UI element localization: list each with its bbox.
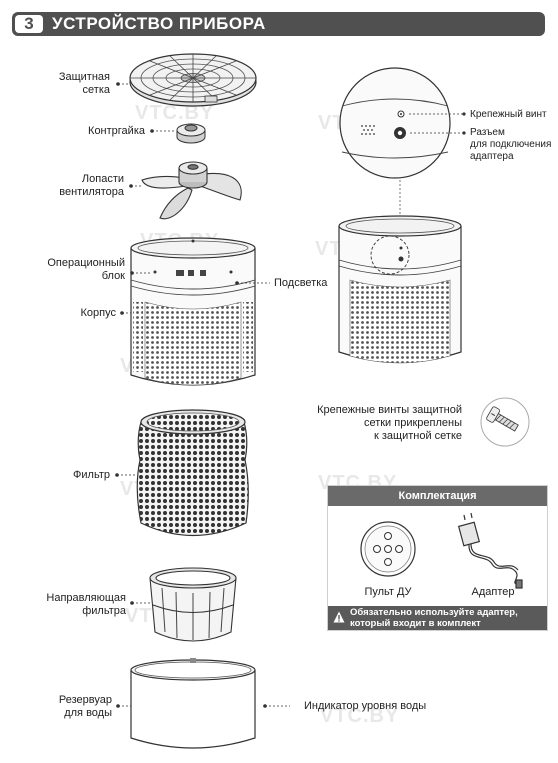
label-grille-screws: Крепежные винты защитной сетки прикрепле…	[317, 404, 462, 442]
filter	[136, 409, 249, 536]
package-contents-illustrations	[360, 512, 523, 589]
warning-icon	[333, 611, 345, 623]
label-protective-grille: Защитная сетка	[58, 71, 110, 96]
locknut	[176, 123, 206, 144]
adapter-icon	[457, 512, 523, 589]
connector-zoom-view	[339, 67, 466, 236]
watermark: VTC.BY	[320, 705, 400, 727]
section-number: 3	[15, 15, 43, 33]
section-header: 3 УСТРОЙСТВО ПРИБОРА	[12, 12, 545, 36]
label-water-tank: Резервуар для воды	[58, 694, 112, 719]
label-filter: Фильтр	[73, 469, 110, 481]
adapter-warning: Обязательно используйте адаптер, который…	[328, 606, 547, 630]
label-fan-blades: Лопасти вентилятора	[59, 173, 124, 198]
main-body	[130, 237, 256, 386]
package-contents-box: Комплектация Пульт ДУ Адаптер Обяз	[327, 485, 548, 631]
grille-screw-illustration	[480, 397, 530, 447]
section-title: УСТРОЙСТВО ПРИБОРА	[52, 14, 266, 33]
watermark: VTC.BY	[135, 102, 215, 124]
fan-blades	[141, 161, 242, 220]
water-tank	[130, 658, 256, 749]
package-contents-title: Комплектация	[328, 486, 547, 506]
protective-grille	[129, 53, 257, 107]
label-locknut: Контргайка	[88, 125, 145, 137]
remote-control-icon	[360, 521, 416, 577]
device-back-view	[338, 215, 462, 364]
label-control-unit: Операционный блок	[47, 257, 125, 282]
adapter-label: Адаптер	[471, 586, 515, 598]
label-body: Корпус	[80, 307, 116, 319]
label-fixing-screw: Крепежный винт	[470, 109, 547, 120]
filter-guide	[149, 567, 237, 642]
label-filter-guide: Направляющая фильтра	[46, 592, 126, 617]
label-backlight: Подсветка	[274, 277, 328, 289]
remote-control-label: Пульт ДУ	[364, 586, 412, 598]
label-water-level: Индикатор уровня воды	[304, 700, 427, 712]
label-adapter-socket: Разъем для подключения адаптера	[470, 127, 552, 162]
